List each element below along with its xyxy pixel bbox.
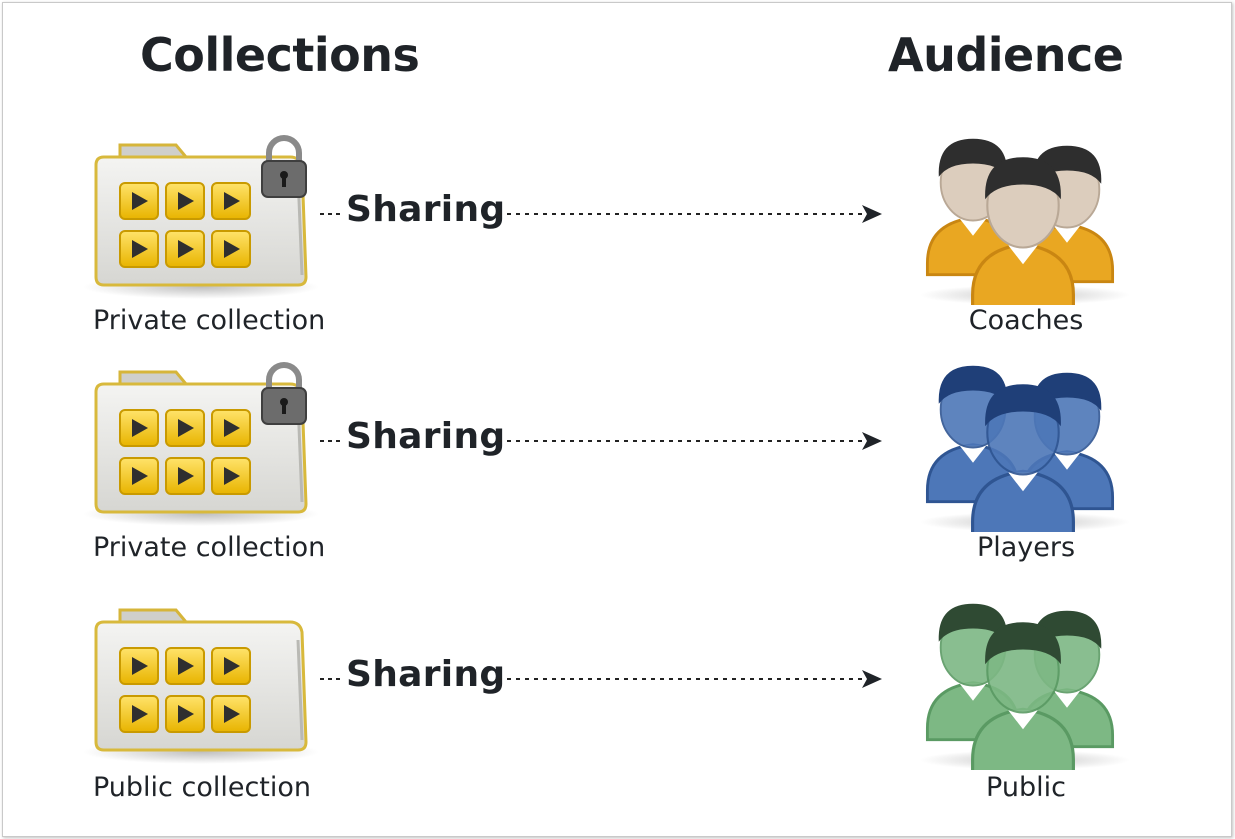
- audience-heading: Audience: [888, 28, 1124, 82]
- private-folder-icon: [83, 362, 319, 526]
- collection-label: Private collection: [93, 532, 326, 563]
- collections-heading: Collections: [140, 28, 420, 82]
- audience-label: Coaches: [968, 305, 1084, 336]
- sharing-row-players: Private collection Sharing Players: [0, 362, 1235, 592]
- sharing-label: Sharing: [346, 654, 506, 695]
- public-group-icon: [920, 603, 1130, 770]
- dotted-arrow: [320, 432, 882, 450]
- dotted-arrow: [320, 205, 882, 223]
- dotted-arrow: [320, 670, 882, 688]
- private-folder-icon: [83, 135, 319, 299]
- sharing-row-public: Public collection Sharing Public: [0, 600, 1235, 830]
- public-folder-icon: [83, 608, 319, 764]
- coaches-group-icon: [920, 138, 1130, 305]
- players-group-icon: [920, 365, 1130, 532]
- sharing-row-coaches: Private collection Sharing Coaches: [0, 135, 1235, 365]
- sharing-label: Sharing: [346, 189, 506, 230]
- sharing-label: Sharing: [346, 416, 506, 457]
- collection-label: Private collection: [93, 305, 326, 336]
- collection-label: Public collection: [93, 772, 312, 803]
- audience-label: Players: [976, 532, 1076, 563]
- audience-label: Public: [986, 772, 1066, 803]
